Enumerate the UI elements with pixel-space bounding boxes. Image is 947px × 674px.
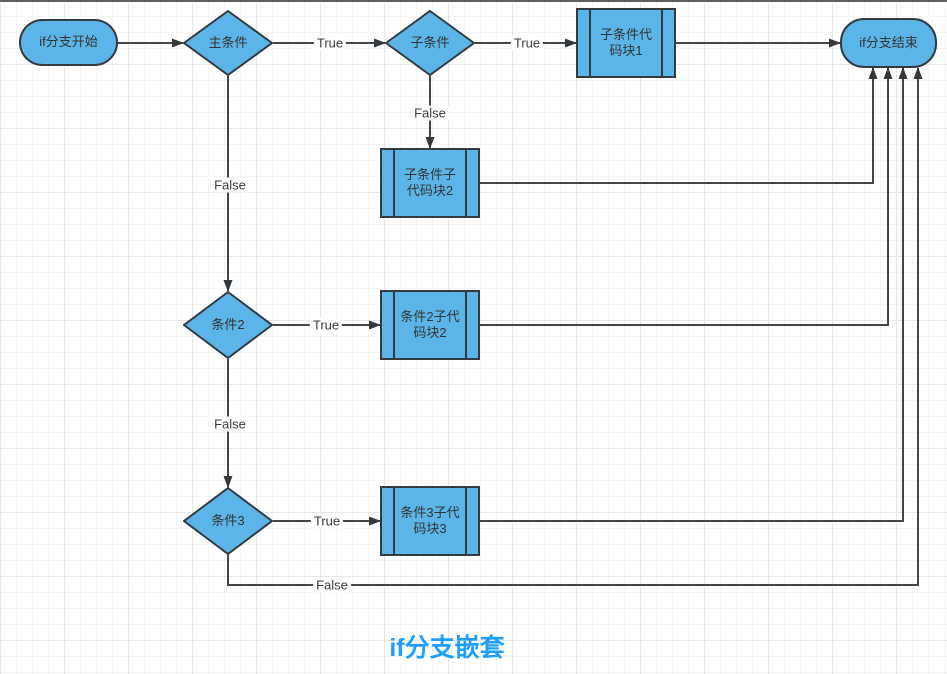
node-start[interactable]: if分支开始 xyxy=(19,19,118,66)
diamond-shape xyxy=(183,487,273,555)
node-sub-condition-label: 子条件 xyxy=(410,34,450,50)
edge-label-cond3-false: False xyxy=(313,577,351,593)
edge-label-main-false: False xyxy=(211,177,249,193)
node-end-label: if分支结束 xyxy=(859,34,918,50)
predefined-process-bar xyxy=(661,10,663,76)
node-block3-label: 条件2子代码块2 xyxy=(400,308,460,340)
edge-label-sub-true: True xyxy=(510,35,544,51)
node-block2-label: 子条件子代码块2 xyxy=(403,166,456,198)
predefined-process-bar xyxy=(465,150,467,216)
canvas-top-border xyxy=(0,0,947,2)
node-main-condition-label: 主条件 xyxy=(208,34,248,50)
node-decision-condition2[interactable]: 条件2 xyxy=(183,291,273,359)
diamond-shape xyxy=(183,10,273,76)
node-condition3-label: 条件3 xyxy=(211,512,245,528)
predefined-process-bar xyxy=(393,292,395,358)
edge-label-cond3-true: True xyxy=(310,513,344,529)
predefined-process-bar xyxy=(465,292,467,358)
node-block1-label: 子条件代码块1 xyxy=(599,26,652,58)
node-condition2-label: 条件2 xyxy=(211,316,245,332)
edge-label-main-true: True xyxy=(313,35,347,51)
edge-block2-end xyxy=(480,67,878,184)
edge-cond3-false-end xyxy=(227,67,923,586)
edge-label-cond2-true: True xyxy=(309,317,343,333)
node-decision-main-condition[interactable]: 主条件 xyxy=(183,10,273,76)
node-block1[interactable]: 子条件代码块1 xyxy=(576,8,676,78)
diamond-shape xyxy=(183,291,273,359)
diagram-title: if分支嵌套 xyxy=(389,634,505,662)
edge-block3-end xyxy=(480,67,893,326)
edge-block4-end xyxy=(480,67,908,522)
edge-label-sub-false: False xyxy=(411,105,449,121)
predefined-process-bar xyxy=(393,488,395,554)
node-end[interactable]: if分支结束 xyxy=(840,18,937,68)
node-decision-sub-condition[interactable]: 子条件 xyxy=(385,10,475,76)
node-block2[interactable]: 子条件子代码块2 xyxy=(380,148,480,218)
predefined-process-bar xyxy=(589,10,591,76)
edge-label-cond2-false: False xyxy=(211,416,249,432)
node-block3[interactable]: 条件2子代码块2 xyxy=(380,290,480,360)
predefined-process-bar xyxy=(393,150,395,216)
node-decision-condition3[interactable]: 条件3 xyxy=(183,487,273,555)
node-block4[interactable]: 条件3子代码块3 xyxy=(380,486,480,556)
node-start-label: if分支开始 xyxy=(39,34,98,50)
diamond-shape xyxy=(385,10,475,76)
predefined-process-bar xyxy=(465,488,467,554)
node-block4-label: 条件3子代码块3 xyxy=(400,504,460,536)
